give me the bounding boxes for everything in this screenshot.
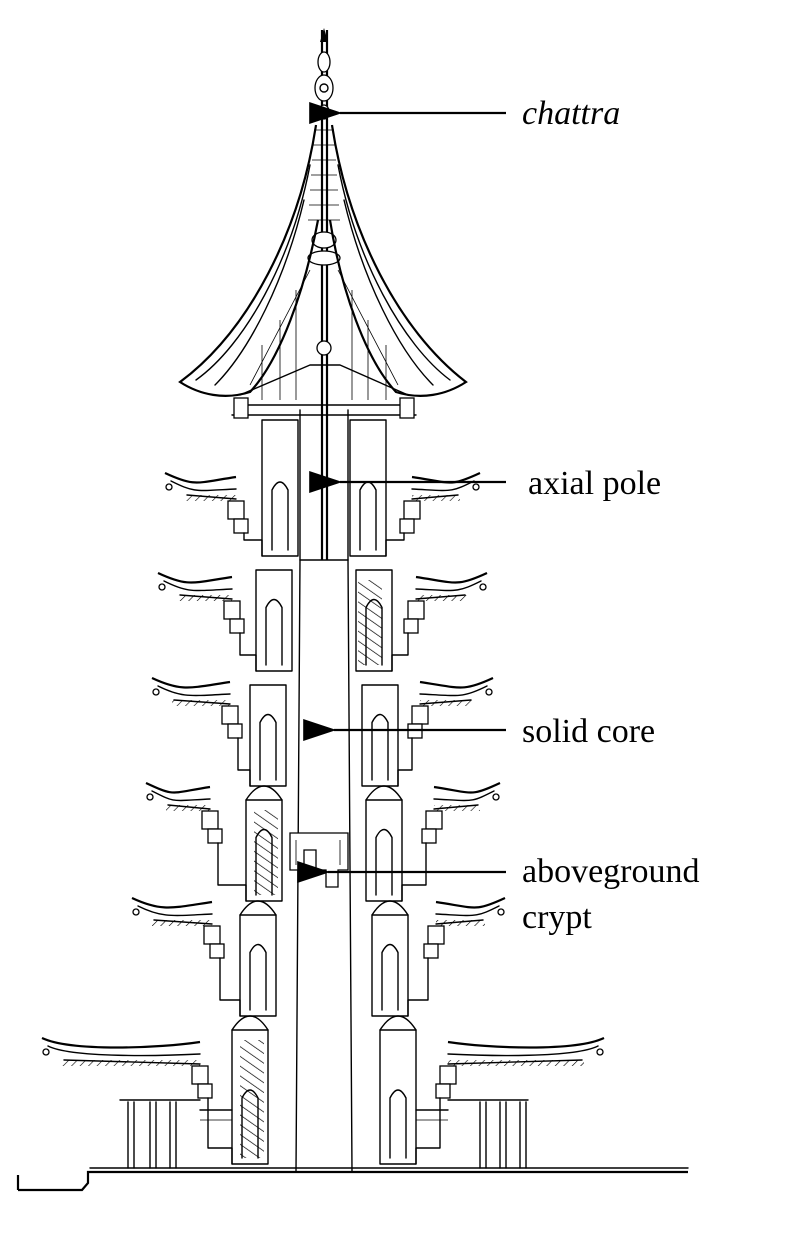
ground-base — [16, 1167, 689, 1192]
aboveground-crypt-label-line1: aboveground — [522, 853, 700, 890]
tier-4 — [145, 782, 501, 902]
tier-3 — [151, 677, 494, 787]
labels: chattra axial pole solid core abovegroun… — [522, 95, 700, 936]
chattra-label: chattra — [522, 95, 620, 132]
tier-6 — [41, 1015, 605, 1169]
pagoda-tiers — [41, 419, 605, 1169]
aboveground-crypt-label-line2: crypt — [522, 899, 592, 936]
top-roof — [178, 124, 468, 419]
aboveground-crypt — [289, 832, 349, 888]
leader-arrows — [297, 102, 506, 883]
tier-1 — [164, 419, 481, 557]
central-shaft — [295, 409, 353, 1173]
tier-5 — [131, 897, 506, 1017]
spire-finial — [307, 28, 341, 560]
axial-pole-label: axial pole — [528, 465, 661, 502]
tier-2 — [157, 569, 488, 672]
solid-core-label: solid core — [522, 713, 655, 750]
